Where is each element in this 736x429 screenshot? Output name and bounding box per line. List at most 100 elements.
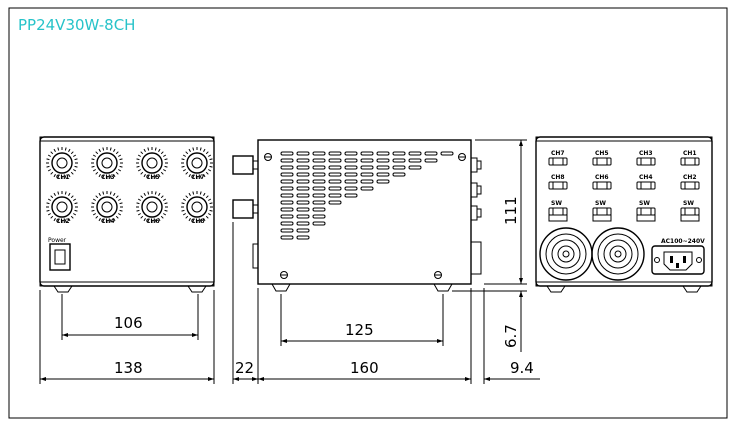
vent-slot [296,158,310,163]
vent-slot [376,172,390,177]
channel-knob: CH8 [181,191,213,225]
vent-slot [280,165,294,170]
knob-label: CH7 [191,174,205,181]
vent-slot [296,214,310,219]
switch-label: SW [683,200,694,207]
connector-label: CH4 [639,174,653,181]
side-screws [264,153,466,279]
side-foot-right [433,283,453,292]
vent-slot [312,214,326,219]
rear-switch: SW [636,200,656,222]
vent-slot [328,172,342,177]
vent-slot [280,151,294,156]
vent-slot [280,228,294,233]
vent-slot [296,179,310,184]
vent-slot [344,165,358,170]
dim-side-offset: 22 [235,359,254,377]
channel-knob: CH2 [46,191,78,225]
vent-slot [344,186,358,191]
rear-switch: SW [592,200,612,222]
vent-slot [296,235,310,240]
dim-foot-height: 6.7 [502,324,520,348]
rear-panel [535,136,713,287]
rear-switch: SW [680,200,700,222]
rear-connector: CH3 [636,150,656,166]
vent-slot [312,221,326,226]
vent-slot [312,165,326,170]
dim-front-width: 138 [114,359,143,377]
dim-height: 111 [502,196,520,225]
vent-slot [328,200,342,205]
vent-slot [408,158,422,163]
channel-knob: CH5 [136,147,168,181]
channel-knob: CH7 [181,147,213,181]
knob-label: CH8 [191,218,205,225]
side-foot-left [271,283,291,292]
vent-slot [344,172,358,177]
rear-connector: CH2 [680,174,700,190]
vent-slot [360,172,374,177]
vent-slot [392,158,406,163]
vent-slot [360,151,374,156]
channel-knob: CH4 [91,191,123,225]
vent-slot [360,179,374,184]
vent-slot [328,193,342,198]
rear-foot-left [546,285,566,293]
channel-knob: CH1 [46,147,78,181]
vent-slot [392,151,406,156]
vent-slot [376,179,390,184]
vent-slot [408,165,422,170]
vent-slot [280,200,294,205]
connector-label: CH5 [595,150,609,157]
connector-label: CH1 [683,150,697,157]
vent-slot [296,193,310,198]
switch-label: SW [639,200,650,207]
vent-slot [280,186,294,191]
vent-slot [280,207,294,212]
dim-side-foot: 125 [345,321,374,339]
fan-left [539,227,593,281]
vent-slot [344,179,358,184]
ac-label: AC100~240V [661,238,705,245]
vent-slot [344,193,358,198]
switch-label: SW [551,200,562,207]
connector-label: CH7 [551,150,565,157]
rear-foot-right [682,285,702,293]
vent-slot [376,165,390,170]
vent-slot [360,186,374,191]
connector-label: CH2 [683,174,697,181]
vent-slot [296,172,310,177]
switch-label: SW [595,200,606,207]
dim-side-length: 160 [350,359,379,377]
knob-label: CH4 [101,218,115,225]
vent-slot [280,235,294,240]
vent-slot [408,151,422,156]
knob-label: CH2 [56,218,70,225]
connector-label: CH8 [551,174,565,181]
side-knob-lower [232,199,254,219]
power-switch-rocker [54,249,66,265]
side-view [232,139,482,292]
vent-slot [312,151,326,156]
dim-front-inner: 106 [114,314,143,332]
channel-knob: CH6 [136,191,168,225]
vent-slot [280,221,294,226]
rear-switch: SW [548,200,568,222]
front-dimensions: 106 138 [39,290,215,384]
rear-connector: CH4 [636,174,656,190]
vent-slot [344,158,358,163]
vent-slot [328,186,342,191]
knob-label: CH6 [146,218,160,225]
fan-right [591,227,645,281]
rear-connector: CH5 [592,150,612,166]
knob-label: CH3 [101,174,115,181]
vent-slot [296,165,310,170]
vent-slot [280,193,294,198]
channel-knob: CH3 [91,147,123,181]
vent-slot [312,172,326,177]
vent-slot [280,172,294,177]
